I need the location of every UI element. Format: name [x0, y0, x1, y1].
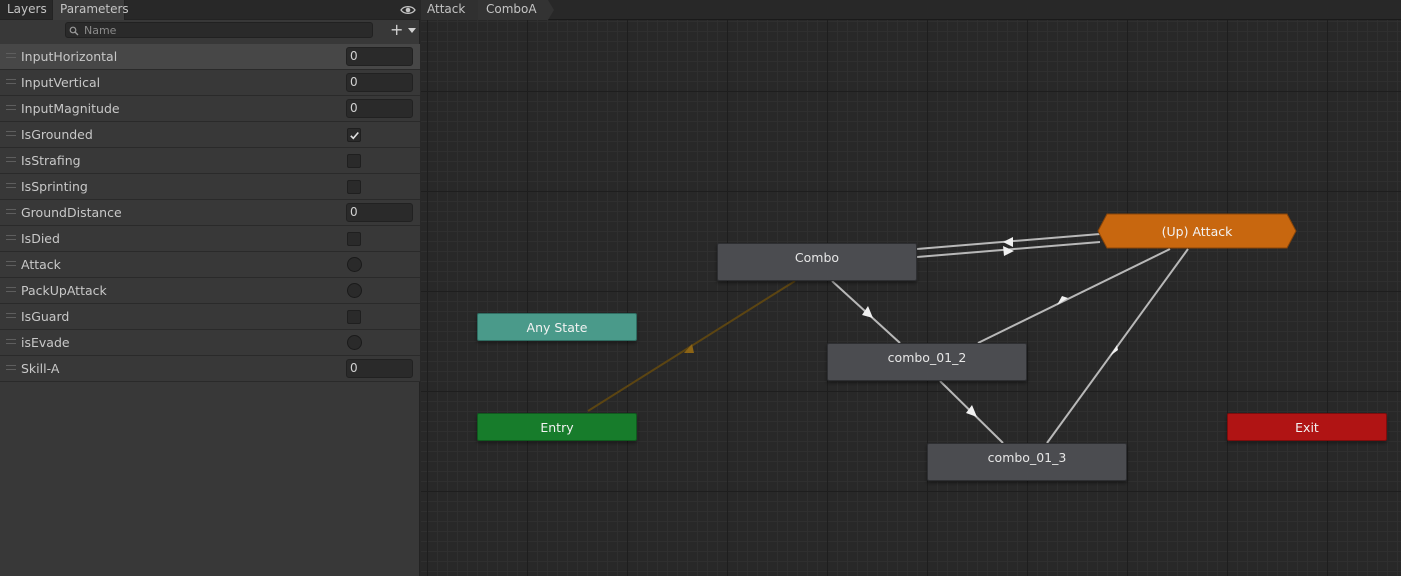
drag-handle-icon[interactable]: [6, 261, 16, 266]
param-name: IsSprinting: [21, 179, 88, 194]
param-trigger-radio[interactable]: [347, 283, 362, 298]
param-float-field[interactable]: 0: [346, 73, 413, 92]
param-name: Skill-A: [21, 361, 60, 376]
param-float-field[interactable]: 0: [346, 203, 413, 222]
parameter-list: InputHorizontal 0 InputVertical 0 InputM…: [0, 44, 420, 382]
param-checkbox[interactable]: [347, 310, 361, 324]
drag-handle-icon[interactable]: [6, 105, 16, 110]
drag-handle-icon[interactable]: [6, 131, 16, 136]
tab-layers[interactable]: Layers: [0, 0, 53, 20]
param-int-field[interactable]: 0: [346, 359, 413, 378]
param-checkbox[interactable]: [347, 154, 361, 168]
param-name: InputVertical: [21, 75, 101, 90]
parameters-panel: Layers Parameters +: [0, 0, 420, 576]
param-row-inputmagnitude[interactable]: InputMagnitude 0: [0, 96, 420, 122]
param-name: IsGuard: [21, 309, 70, 324]
param-row-isevade[interactable]: isEvade: [0, 330, 420, 356]
drag-handle-icon[interactable]: [6, 313, 16, 318]
breadcrumb-item-attack[interactable]: Attack: [421, 0, 478, 20]
eye-icon[interactable]: [400, 3, 416, 17]
tab-parameters[interactable]: Parameters: [53, 0, 129, 20]
param-checkbox[interactable]: [347, 180, 361, 194]
param-row-skill-a[interactable]: Skill-A 0: [0, 356, 420, 382]
param-row-isguard[interactable]: IsGuard: [0, 304, 420, 330]
param-row-issprinting[interactable]: IsSprinting: [0, 174, 420, 200]
search-icon: [69, 25, 79, 36]
search-input[interactable]: [84, 23, 369, 37]
drag-handle-icon[interactable]: [6, 365, 16, 370]
drag-handle-icon[interactable]: [6, 157, 16, 162]
chevron-down-icon: [408, 28, 416, 33]
param-name: IsGrounded: [21, 127, 93, 142]
search-box[interactable]: [65, 22, 373, 38]
param-name: isEvade: [21, 335, 70, 350]
param-name: InputMagnitude: [21, 101, 120, 116]
param-name: IsStrafing: [21, 153, 81, 168]
checkmark-icon: [350, 131, 359, 140]
param-trigger-radio[interactable]: [347, 335, 362, 350]
up-state-hexagon-icon: [1097, 213, 1297, 249]
param-row-inputvertical[interactable]: InputVertical 0: [0, 70, 420, 96]
drag-handle-icon[interactable]: [6, 53, 16, 58]
state-entry[interactable]: Entry: [477, 413, 637, 441]
param-row-packupattack[interactable]: PackUpAttack: [0, 278, 420, 304]
drag-handle-icon[interactable]: [6, 209, 16, 214]
state-up-attack-label: (Up) Attack: [1161, 224, 1233, 239]
state-combo-01-2[interactable]: combo_01_2: [827, 343, 1027, 381]
param-name: GroundDistance: [21, 205, 122, 220]
drag-handle-icon[interactable]: [6, 183, 16, 188]
param-checkbox-checked[interactable]: [347, 128, 361, 142]
add-parameter-button[interactable]: +: [390, 22, 418, 38]
drag-handle-icon[interactable]: [6, 339, 16, 344]
param-name: PackUpAttack: [21, 283, 107, 298]
breadcrumb-separator: [548, 0, 554, 20]
param-name: InputHorizontal: [21, 49, 118, 64]
panel-tabs: Layers Parameters: [0, 0, 420, 20]
drag-handle-icon[interactable]: [6, 287, 16, 292]
breadcrumb-item-comboa[interactable]: ComboA: [478, 0, 548, 20]
param-float-field[interactable]: 0: [346, 99, 413, 118]
param-checkbox[interactable]: [347, 232, 361, 246]
breadcrumb: Attack ComboA: [421, 0, 1401, 20]
search-row: +: [0, 20, 420, 42]
param-row-isdied[interactable]: IsDied: [0, 226, 420, 252]
drag-handle-icon[interactable]: [6, 235, 16, 240]
param-row-attack[interactable]: Attack: [0, 252, 420, 278]
state-up-attack[interactable]: (Up) Attack: [1097, 213, 1297, 249]
param-trigger-radio[interactable]: [347, 257, 362, 272]
param-row-isstrafing[interactable]: IsStrafing: [0, 148, 420, 174]
param-row-grounddistance[interactable]: GroundDistance 0: [0, 200, 420, 226]
state-machine-graph[interactable]: [421, 0, 1401, 576]
param-row-inputhorizontal[interactable]: InputHorizontal 0: [0, 44, 420, 70]
param-name: Attack: [21, 257, 61, 272]
param-row-isgrounded[interactable]: IsGrounded: [0, 122, 420, 148]
param-float-field[interactable]: 0: [346, 47, 413, 66]
state-any-state[interactable]: Any State: [477, 313, 637, 341]
state-exit[interactable]: Exit: [1227, 413, 1387, 441]
drag-handle-icon[interactable]: [6, 79, 16, 84]
plus-icon: +: [390, 20, 404, 39]
state-combo-01-3[interactable]: combo_01_3: [927, 443, 1127, 481]
param-name: IsDied: [21, 231, 60, 246]
state-combo[interactable]: Combo: [717, 243, 917, 281]
